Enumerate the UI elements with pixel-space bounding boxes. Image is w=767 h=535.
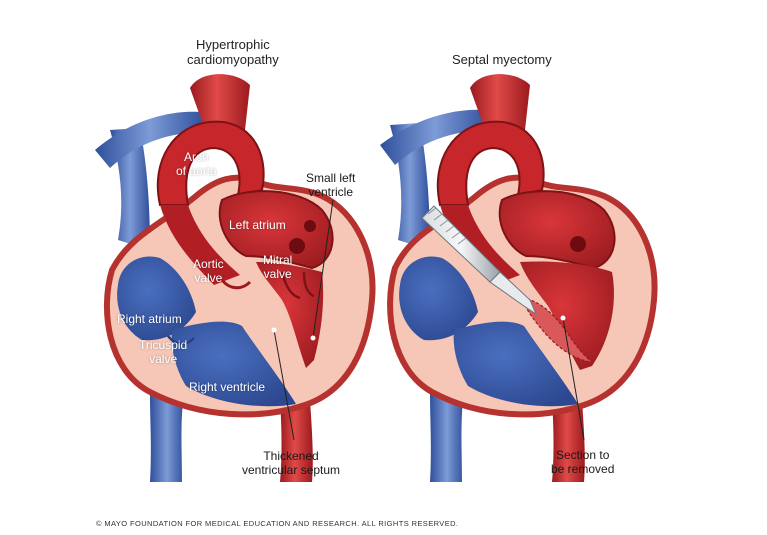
- title-septal-myectomy: Septal myectomy: [452, 52, 552, 67]
- aortic-valve-left: [220, 278, 252, 290]
- leader-small-left-ventricle: [312, 199, 334, 339]
- right-atrium-chamber: [117, 256, 196, 341]
- label-right-ventricle: Right ventricle: [189, 380, 266, 394]
- label-aortic-valve: Aortic valve: [193, 257, 224, 285]
- label-section-to-be-removed: Section to be removed: [551, 448, 615, 476]
- pulmonary-artery-right: [380, 109, 490, 165]
- label-right-atrium: Right atrium: [117, 312, 182, 326]
- aorta-top-branch: [190, 74, 250, 130]
- label-thickened-ventricular-septum: Thickened ventricular septum: [242, 449, 341, 477]
- mitral-valve-left: [280, 271, 315, 300]
- leader-lines: [271, 199, 585, 441]
- left-ventricle-enlarged: [520, 261, 614, 370]
- inferior-vena-cava-right: [430, 392, 464, 482]
- arch-descending-right: [440, 205, 520, 285]
- descending-aorta: [280, 400, 313, 482]
- copyright-notice: © MAYO FOUNDATION FOR MEDICAL EDUCATION …: [96, 519, 459, 528]
- arch-of-aorta-right: [436, 120, 545, 206]
- heart-left: [95, 74, 376, 482]
- descending-aorta-right: [552, 400, 585, 482]
- arch-descending-left: [160, 205, 240, 285]
- label-mitral-valve: Mitral valve: [263, 253, 293, 281]
- label-small-left-ventricle: Small left ventricle: [306, 171, 356, 199]
- leader-thickened-septum: [273, 329, 295, 441]
- pulmonary-vein-opening-3: [570, 236, 586, 252]
- inferior-vena-cava: [150, 395, 184, 482]
- leader-section-removed: [562, 317, 585, 441]
- arch-of-aorta-left: [156, 120, 265, 206]
- label-tricuspid-valve: Tricuspid valve: [139, 338, 188, 366]
- pulmonary-vein-opening-1: [289, 238, 305, 254]
- section-to-be-removed: [521, 297, 595, 363]
- leader-small-left-ventricle-dot: [310, 335, 316, 341]
- aorta-top-branch-right: [470, 74, 530, 130]
- right-ventricle-chamber: [171, 321, 296, 407]
- label-arch-of-aorta: Arch of aorta: [176, 150, 217, 178]
- leader-section-removed-dot: [560, 315, 566, 321]
- label-left-atrium: Left atrium: [229, 218, 286, 232]
- left-atrium-chamber-right: [498, 190, 616, 270]
- right-atrium-chamber-right: [399, 256, 478, 341]
- scalpel-blade: [489, 271, 538, 316]
- title-hypertrophic-cardiomyopathy: Hypertrophic cardiomyopathy: [187, 37, 279, 67]
- heart-right: [380, 74, 658, 482]
- tricuspid-valve-left: [167, 335, 195, 345]
- leader-thickened-septum-dot: [271, 327, 277, 333]
- scalpel: [421, 205, 538, 316]
- pulmonary-vein-opening-2: [304, 220, 316, 232]
- pulmonary-artery: [95, 111, 205, 168]
- scalpel-handle-grip: [427, 207, 467, 245]
- right-ventricle-chamber-right: [453, 321, 578, 407]
